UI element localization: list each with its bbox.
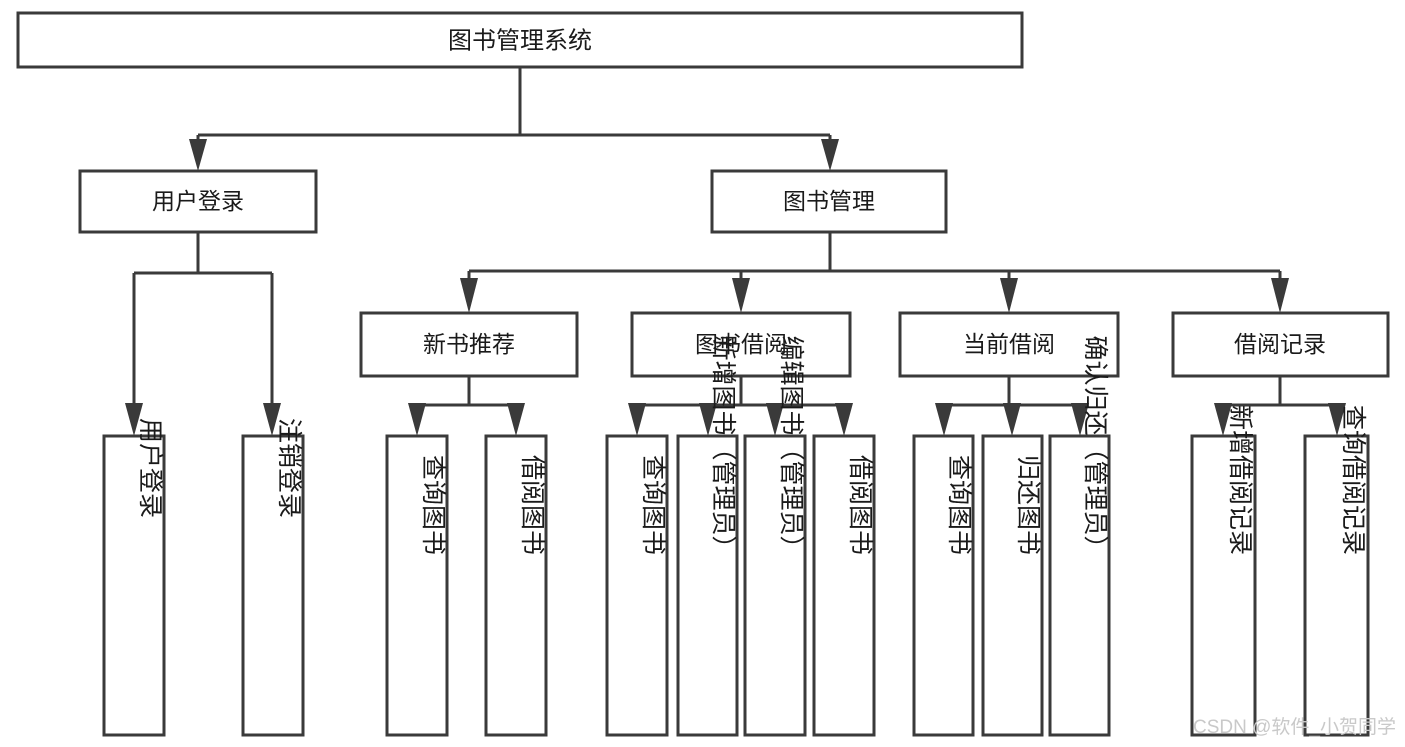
- leaf-node-login-1[interactable]: 用户登录: [102, 418, 166, 737]
- arrow-head-leaf-rec-1: [1214, 403, 1232, 436]
- arrow-head-record: [1271, 278, 1289, 313]
- connector-group-current: [935, 376, 1089, 436]
- leaf-node-rec-1-box[interactable]: [1190, 434, 1257, 737]
- arrow-head-login: [189, 139, 207, 171]
- connector-group-login: [125, 232, 281, 436]
- connector-group-root: [189, 67, 839, 171]
- leaf-node-rec-1[interactable]: 新增借阅记录: [1190, 405, 1257, 737]
- leaf-node-login-2[interactable]: 注销登录: [241, 418, 305, 737]
- arrow-head-leaf-borrow-4: [835, 403, 853, 436]
- leaf-node-new-1[interactable]: 查询图书: [385, 434, 449, 737]
- leaf-node-borrow-3-box[interactable]: [743, 434, 807, 737]
- leaf-node-cur-1[interactable]: 查询图书: [912, 434, 975, 737]
- arrow-head-leaf-borrow-3: [766, 403, 784, 436]
- node-record[interactable]: 借阅记录: [1171, 311, 1390, 378]
- arrow-head-leaf-login-1: [125, 403, 143, 436]
- node-borrow[interactable]: 图书借阅: [630, 311, 852, 378]
- node-bookmgmt[interactable]: 图书管理: [710, 169, 948, 234]
- leaf-node-borrow-1-box[interactable]: [605, 434, 669, 737]
- arrow-head-leaf-borrow-2: [699, 403, 717, 436]
- node-record-label: 借阅记录: [1234, 331, 1326, 357]
- leaf-node-cur-2-label: 归还图书: [1014, 455, 1042, 555]
- leaf-node-cur-1-label: 查询图书: [945, 455, 973, 555]
- connector-group-bookmgmt: [460, 232, 1289, 313]
- leaf-node-borrow-3[interactable]: 编辑图书（管理员）: [743, 335, 807, 737]
- leaf-node-new-2[interactable]: 借阅图书: [484, 434, 548, 737]
- arrow-head-leaf-rec-2: [1328, 403, 1346, 436]
- node-current[interactable]: 当前借阅: [898, 311, 1120, 378]
- node-newbook-box[interactable]: [359, 311, 579, 378]
- leaf-node-cur-3-label: 确认归还（管理员）: [1081, 335, 1109, 560]
- node-bookmgmt-label: 图书管理: [783, 188, 875, 214]
- leaf-node-new-1-label: 查询图书: [419, 455, 447, 555]
- leaf-node-borrow-1[interactable]: 查询图书: [605, 434, 669, 737]
- node-newbook[interactable]: 新书推荐: [359, 311, 579, 378]
- arrow-head-leaf-login-2: [263, 403, 281, 436]
- connector-group-record: [1214, 376, 1346, 436]
- connector-group-newbook: [408, 376, 525, 436]
- leaf-node-borrow-4-box[interactable]: [812, 434, 876, 737]
- leaf-node-cur-2[interactable]: 归还图书: [981, 434, 1044, 737]
- node-bookmgmt-box[interactable]: [710, 169, 948, 234]
- node-login-label: 用户登录: [152, 188, 244, 214]
- leaf-node-login-1-label: 用户登录: [136, 418, 164, 518]
- arrow-head-bookmgmt: [821, 139, 839, 171]
- leaf-node-rec-2[interactable]: 查询借阅记录: [1303, 405, 1370, 737]
- csdn-watermark: CSDN @软件_小贺同学: [1193, 716, 1396, 738]
- node-borrow-box[interactable]: [630, 311, 852, 378]
- arrow-head-leaf-new-1: [408, 403, 426, 436]
- arrow-head-leaf-cur-3: [1071, 403, 1089, 436]
- arrow-head-leaf-borrow-1: [628, 403, 646, 436]
- leaf-node-new-2-label: 借阅图书: [518, 455, 546, 555]
- leaf-node-cur-1-box[interactable]: [912, 434, 975, 737]
- node-record-box[interactable]: [1171, 311, 1390, 378]
- leaf-node-borrow-4-label: 借阅图书: [846, 455, 874, 555]
- leaf-node-new-1-box[interactable]: [385, 434, 449, 737]
- node-root-box[interactable]: [16, 11, 1024, 69]
- connector-group-borrow: [628, 376, 853, 436]
- leaf-node-rec-2-label: 查询借阅记录: [1339, 405, 1367, 555]
- node-borrow-label: 图书借阅: [695, 331, 787, 357]
- leaf-node-login-2-label: 注销登录: [275, 418, 303, 518]
- arrow-head-leaf-cur-1: [935, 403, 953, 436]
- arrow-head-newbook: [460, 278, 478, 313]
- leaf-node-rec-2-box[interactable]: [1303, 434, 1370, 737]
- arrow-head-borrow: [732, 278, 750, 313]
- leaf-node-borrow-2[interactable]: 新增图书（管理员）: [676, 335, 739, 737]
- leaf-node-cur-3[interactable]: 确认归还（管理员）: [1048, 335, 1111, 737]
- node-root-label: 图书管理系统: [448, 27, 592, 54]
- arrow-head-current: [1000, 278, 1018, 313]
- arrow-head-leaf-new-2: [507, 403, 525, 436]
- leaf-node-borrow-1-label: 查询图书: [639, 455, 667, 555]
- node-current-label: 当前借阅: [963, 331, 1055, 357]
- leaf-node-cur-3-box[interactable]: [1048, 434, 1111, 737]
- leaf-node-cur-2-box[interactable]: [981, 434, 1044, 737]
- leaf-node-login-2-box[interactable]: [241, 434, 305, 737]
- leaf-node-new-2-box[interactable]: [484, 434, 548, 737]
- leaf-node-borrow-2-label: 新增图书（管理员）: [709, 335, 737, 560]
- node-login[interactable]: 用户登录: [78, 169, 318, 234]
- leaf-node-borrow-3-label: 编辑图书（管理员）: [777, 335, 805, 560]
- leaf-node-borrow-2-box[interactable]: [676, 434, 739, 737]
- node-login-box[interactable]: [78, 169, 318, 234]
- arrow-head-leaf-cur-2: [1003, 403, 1021, 436]
- leaf-node-rec-1-label: 新增借阅记录: [1226, 405, 1254, 555]
- node-root[interactable]: 图书管理系统: [16, 11, 1024, 69]
- leaf-node-borrow-4[interactable]: 借阅图书: [812, 434, 876, 737]
- node-current-box[interactable]: [898, 311, 1120, 378]
- node-newbook-label: 新书推荐: [423, 331, 515, 357]
- leaf-node-login-1-box[interactable]: [102, 434, 166, 737]
